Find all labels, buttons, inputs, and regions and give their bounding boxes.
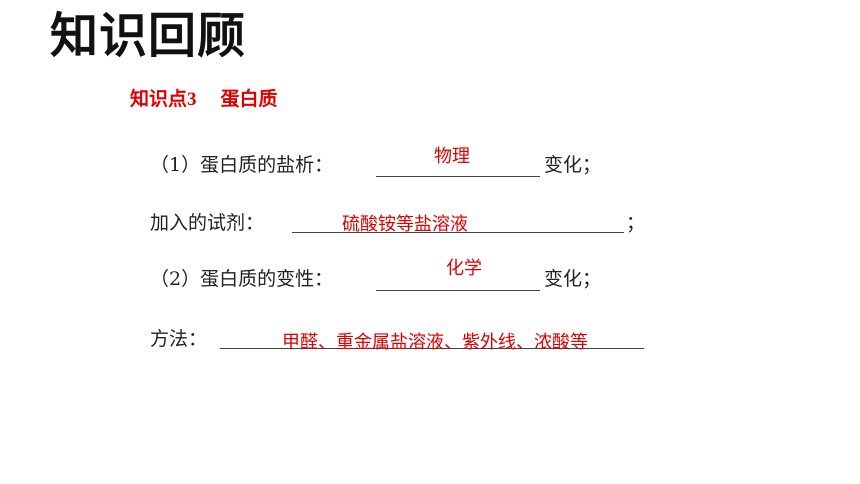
item-4-prefix: 方法： (150, 328, 208, 350)
item-4-answer: 甲醛、重金属盐溶液、紫外线、浓酸等 (282, 332, 588, 353)
section-topic: 蛋白质 (220, 88, 278, 110)
section-number: 知识点3 (130, 89, 197, 110)
item-2-prefix: 加入的试剂： (150, 212, 265, 234)
item-1-prefix: （1）蛋白质的盐析： (150, 154, 334, 176)
item-4-blank (220, 348, 644, 349)
item-2-blank (292, 232, 624, 233)
item-3-blank (376, 290, 540, 291)
item-2-answer: 硫酸铵等盐溶液 (342, 214, 468, 235)
item-3-suffix: 变化； (544, 268, 602, 290)
item-1-suffix: 变化； (544, 154, 602, 176)
item-1-blank (376, 176, 540, 177)
item-3-prefix: （2）蛋白质的变性： (150, 268, 334, 290)
section-heading: 知识点3 蛋白质 (130, 86, 278, 113)
item-3-answer: 化学 (446, 258, 482, 279)
page-title: 知识回顾 (50, 8, 247, 64)
item-2-suffix: ； (626, 212, 646, 234)
item-1-answer: 物理 (434, 146, 470, 167)
